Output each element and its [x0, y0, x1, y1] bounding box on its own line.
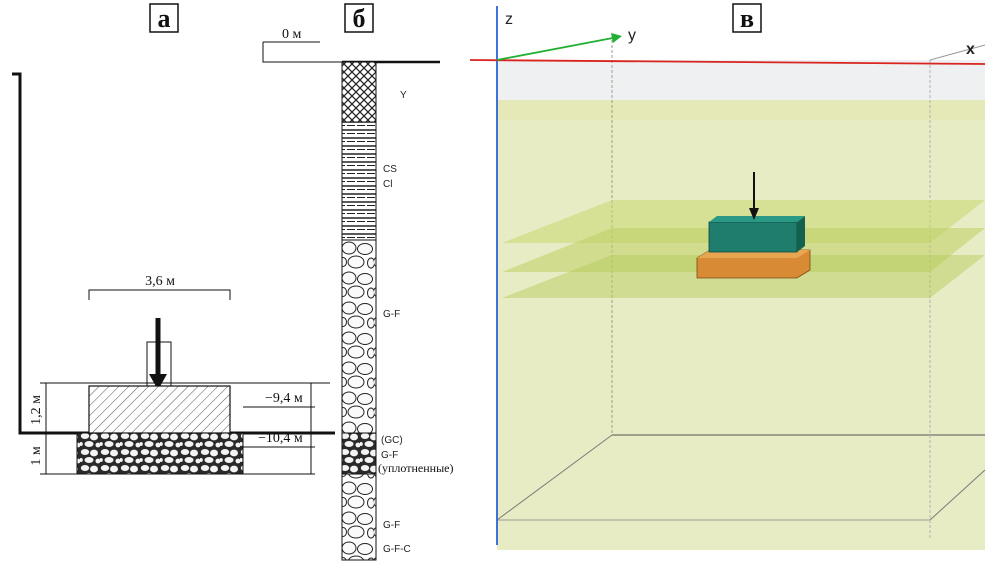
box-bottom-right-diagonal [929, 469, 986, 521]
layer-clay [341, 121, 377, 241]
panel-a-letter: а [158, 4, 171, 33]
surface-leader [262, 42, 440, 63]
width-dimension [88, 289, 231, 300]
layer-label-y: Y [400, 90, 407, 101]
compacted-pad [76, 432, 244, 475]
axis-label-y: y [628, 27, 636, 44]
width-label: 3,6 м [145, 274, 175, 289]
layer-label-gc: (GC) [381, 435, 403, 446]
panel-b-frame [344, 3, 374, 33]
soil-volume [497, 60, 985, 550]
footing [88, 385, 231, 434]
y-axis [496, 36, 619, 61]
panel-c-frame [732, 3, 762, 33]
layer-label-cs: CS [383, 164, 397, 175]
box-top-right-diagonal [929, 44, 986, 61]
axis-label-x: x [966, 41, 975, 58]
depth-bottom-label: −10,4 м [258, 431, 303, 446]
panel-a-frame [149, 3, 179, 33]
panel-b-letter: б [353, 4, 366, 33]
layer-label-cl: Cl [383, 179, 392, 190]
load-arrow-icon [149, 374, 167, 390]
layer-compacted [341, 432, 377, 475]
height-label-top: 1,2 м [29, 395, 44, 425]
x-axis [469, 59, 986, 65]
layer-label-gfc: G-F-C [383, 544, 411, 555]
load-arrow-3d-icon [749, 208, 759, 220]
footing-3d [708, 221, 798, 253]
panel-c: z y x в [469, 3, 986, 550]
box-bottom-left-diagonal [496, 434, 613, 521]
layer-fill-y [341, 61, 377, 123]
panel-b: б 0 м Y CS Cl G-F (GC) G-F (уплотненные)… [262, 3, 453, 561]
layer-label-gf3: G-F [383, 520, 400, 531]
axis-label-z: z [505, 11, 513, 28]
panel-c-letter: в [740, 4, 754, 33]
excavation-outline [12, 72, 335, 435]
depth-top-label: −9,4 м [265, 391, 303, 406]
surface-label: 0 м [282, 27, 302, 42]
footing-top-face [709, 216, 805, 222]
layer-gravel [341, 239, 377, 561]
layer-label-gf1: G-F [383, 309, 400, 320]
upper-soil-band [497, 100, 985, 120]
layer-label-gf2: G-F [381, 450, 398, 461]
panel-a: а 3,6 м 1,2 м 1 м −9,4 м −10,4 м [12, 3, 335, 475]
y-axis-arrow-icon [611, 33, 622, 43]
top-layer-band [497, 60, 985, 100]
footing-side-face [797, 216, 805, 252]
height-label-bottom: 1 м [29, 446, 44, 466]
layer-label-compacted: (уплотненные) [378, 461, 453, 475]
